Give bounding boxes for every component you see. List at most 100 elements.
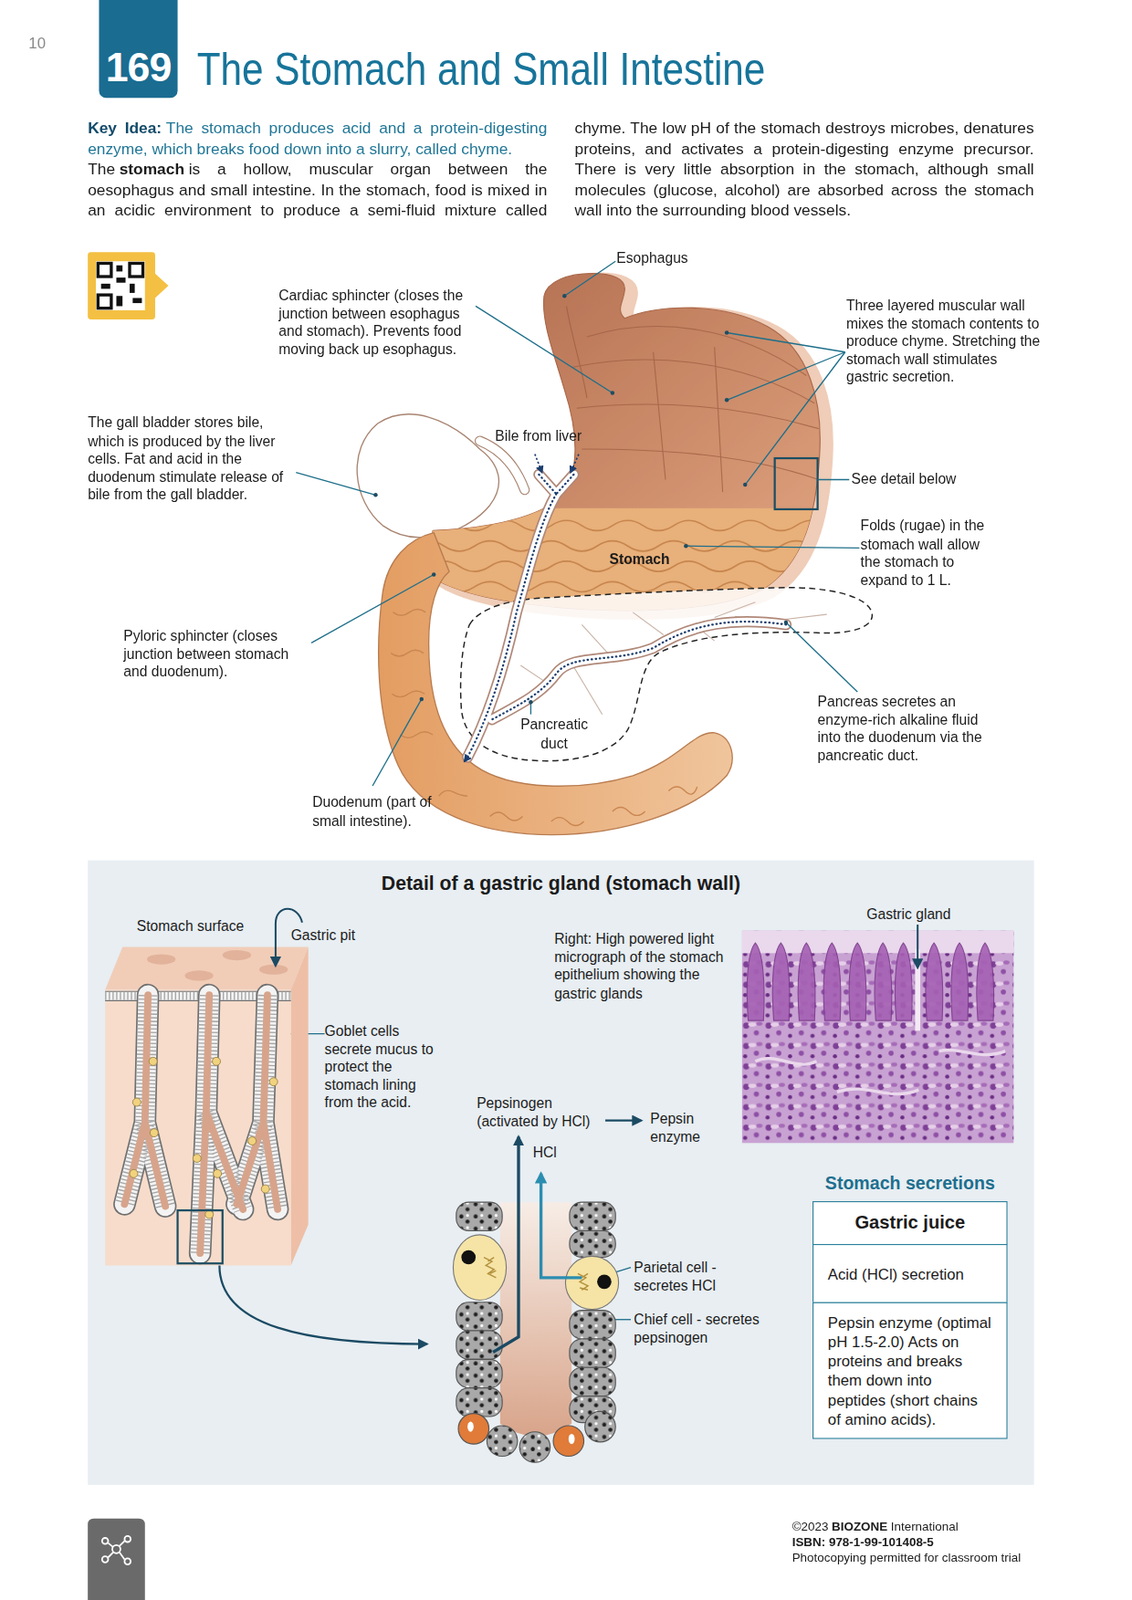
tissue-block — [124, 995, 278, 1254]
gall-bladder — [480, 440, 525, 491]
duodenum — [391, 691, 425, 698]
gland-detail — [577, 1273, 588, 1290]
text-block: ©2023BIOZONEInternational — [792, 1519, 1059, 1536]
table-cell: Pepsin enzyme (optimal pH 1.5-2.0) Acts … — [812, 1302, 1008, 1440]
node-text: 169 — [105, 44, 171, 90]
tissue-block — [184, 970, 213, 981]
bile-duct — [464, 454, 787, 763]
callout-label: Pancreas secretes an enzyme-rich alkalin… — [817, 692, 1004, 766]
leader-dot — [784, 620, 788, 625]
gland-detail — [458, 1414, 490, 1446]
text-block: ISBN: 978-1-99-101408-5 — [792, 1535, 1059, 1552]
callout-label: Cardiac sphincter (closes the junction b… — [278, 286, 483, 359]
footer-icon — [124, 1558, 131, 1565]
text-run: stomach — [119, 160, 185, 179]
callout-label: Pepsin enzyme — [649, 1111, 722, 1147]
leader-line — [817, 479, 850, 481]
gland-detail — [569, 1367, 616, 1396]
leader-line — [475, 305, 613, 393]
footer-text: ©2023BIOZONEInternationalISBN: 978-1-99-… — [792, 1519, 1059, 1566]
stomach — [566, 305, 819, 492]
stomach — [413, 305, 843, 620]
text-block: Key Idea:The stomach produces acid and a… — [87, 118, 547, 160]
callout-label: Chief cell - secretes pepsinogen — [633, 1311, 779, 1348]
tissue-block — [124, 995, 278, 1254]
callout-label: Right: High powered light micrograph of … — [554, 931, 740, 1004]
gland-detail — [568, 1434, 576, 1445]
intro-text: Key Idea:The stomach produces acid and a… — [87, 118, 1035, 221]
micrograph — [746, 943, 765, 1021]
tissue-block — [129, 1169, 138, 1178]
gland-detail — [569, 1202, 616, 1231]
callout-label: Gastric gland — [866, 906, 979, 925]
callout-label: Pepsinogen (activated by HCl) — [476, 1095, 609, 1132]
gland-detail — [467, 1422, 575, 1446]
leader-dot — [743, 482, 747, 487]
gland-detail — [569, 1310, 616, 1340]
gland-detail — [553, 1425, 585, 1457]
tissue-block — [259, 964, 288, 975]
gland-detail — [456, 1359, 503, 1388]
tissue-block — [261, 1184, 270, 1194]
micrograph — [754, 1049, 1006, 1094]
node-text: Pepsin enzyme (optimal pH 1.5-2.0) Acts … — [828, 1312, 993, 1429]
qr-badge — [87, 251, 168, 320]
leader-dot — [373, 492, 378, 497]
tissue-block — [124, 995, 278, 1254]
bile-duct — [464, 757, 468, 762]
bile-duct — [570, 454, 579, 473]
callout-label: Stomach surface — [136, 917, 270, 936]
gland-detail — [467, 1422, 474, 1433]
callout-label: Duodenum (part of small intestine). — [312, 794, 448, 830]
leader-dot — [431, 572, 436, 577]
leader-line — [295, 472, 376, 496]
node-text: Detail of a gastric gland (stomach wall) — [87, 872, 1035, 896]
callout-label: Folds (rugae) in the stomach wall allow … — [860, 517, 996, 590]
tissue-block — [222, 950, 252, 961]
duodenum — [668, 786, 697, 795]
footer-icon — [108, 1540, 126, 1560]
tissue-block — [132, 1098, 141, 1107]
gland-detail — [585, 1411, 617, 1443]
table-cell: Acid (HCl) secretion — [812, 1244, 1008, 1304]
footer-icon — [102, 1536, 131, 1565]
footer-icon — [102, 1538, 109, 1545]
leader-dot — [610, 390, 615, 395]
qr-badge — [115, 295, 123, 306]
bile-duct — [467, 474, 787, 758]
gland-detail — [500, 1202, 572, 1437]
stomach — [413, 273, 843, 621]
stomach — [714, 346, 724, 493]
callout-label: Pyloric sphincter (closes junction betwe… — [123, 628, 309, 682]
tissue-block — [178, 1210, 223, 1264]
leader-line — [372, 699, 422, 787]
duodenum — [551, 817, 585, 827]
tissue-block — [192, 1154, 201, 1164]
tissue-block — [104, 990, 291, 1267]
gland-detail — [456, 1388, 503, 1417]
duodenum — [392, 609, 426, 617]
pancreas — [461, 587, 873, 762]
callout-label: The gall bladder stores bile, which is p… — [87, 414, 303, 504]
tissue-block — [146, 953, 176, 965]
node-text: Gastric juice — [854, 1213, 965, 1233]
qr-badge — [97, 262, 112, 277]
text-run: Photocopying permitted for classroom tri… — [792, 1550, 1022, 1565]
tissue-block — [212, 1057, 221, 1066]
text-run: BIOZONE — [831, 1519, 888, 1535]
gall-bladder — [356, 414, 499, 538]
micrograph — [742, 931, 1014, 1144]
stomach — [581, 449, 818, 481]
pancreas — [714, 602, 756, 619]
bile-duct — [467, 474, 787, 758]
micrograph — [742, 924, 1014, 1143]
duodenum — [612, 807, 646, 816]
pancreas — [571, 663, 603, 715]
page-title: The Stomach and Small Intestine — [197, 42, 766, 96]
stomach — [576, 404, 819, 430]
leader-dot — [528, 700, 533, 704]
gland-detail — [486, 1425, 518, 1457]
stomach — [571, 359, 815, 404]
gland-detail — [456, 1302, 503, 1332]
